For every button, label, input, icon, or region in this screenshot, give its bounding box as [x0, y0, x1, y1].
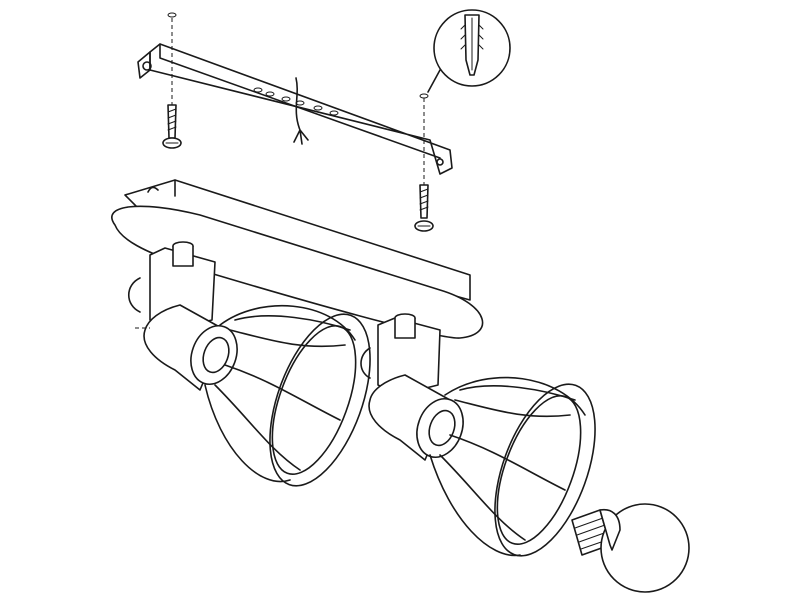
light-bulb: [571, 503, 690, 593]
power-wires: [293, 77, 309, 145]
canopy-plate: [111, 179, 484, 339]
screw-left: [162, 12, 182, 149]
wall-plug-detail: [427, 9, 511, 93]
mounting-bracket: [137, 43, 453, 175]
cage-left: [204, 305, 371, 487]
bracket-holes: [253, 87, 339, 116]
cage-right: [429, 376, 596, 557]
spotlight-left: [127, 241, 371, 487]
screw-right: [414, 93, 434, 232]
spotlight-right: [360, 313, 596, 557]
